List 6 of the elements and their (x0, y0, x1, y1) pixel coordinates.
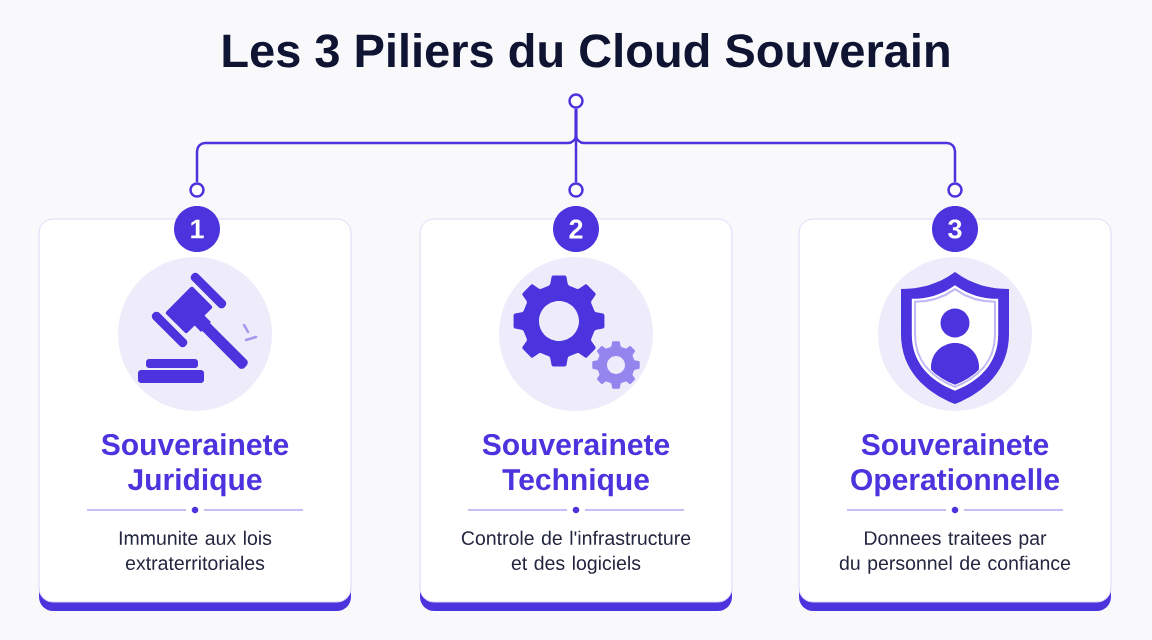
title: Les 3 Piliers du Cloud Souverain (223, 32, 949, 68)
junction-ring (947, 182, 963, 198)
connector-line (574, 108, 957, 183)
junction-ring (568, 93, 584, 109)
junction-ring (568, 182, 584, 198)
junction-ring (189, 182, 205, 198)
